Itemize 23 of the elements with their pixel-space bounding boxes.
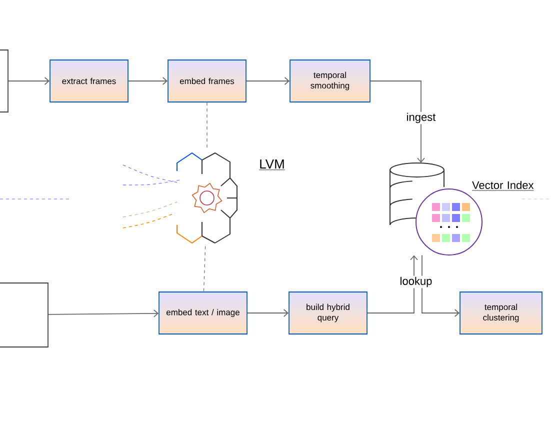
arrow: [422, 254, 460, 317]
arrow: [370, 80, 425, 163]
edge-label: lookup: [398, 276, 434, 288]
process-box: embed text / image: [158, 292, 248, 334]
arrow: [246, 77, 290, 85]
heading-label: Vector Index: [472, 180, 534, 191]
process-box: temporal smoothing: [290, 60, 370, 102]
edge-label: ingest: [405, 112, 437, 124]
process-box: temporal clustering: [460, 292, 542, 334]
process-box: extract frames: [50, 60, 128, 102]
dashed-line: [203, 246, 206, 292]
heading-label: LVM: [258, 160, 286, 170]
frame-box: [0, 282, 48, 348]
arrow: [367, 255, 418, 314]
process-box: build hybrid query: [288, 292, 368, 334]
arrow: [128, 77, 168, 85]
neural-network-drawing: [122, 152, 238, 244]
arrow: [8, 77, 50, 85]
dashed-line: [206, 102, 208, 150]
process-box: embed frames: [168, 60, 246, 102]
arrow: [48, 310, 159, 318]
frame-box: [0, 50, 8, 112]
arrow: [247, 309, 289, 317]
